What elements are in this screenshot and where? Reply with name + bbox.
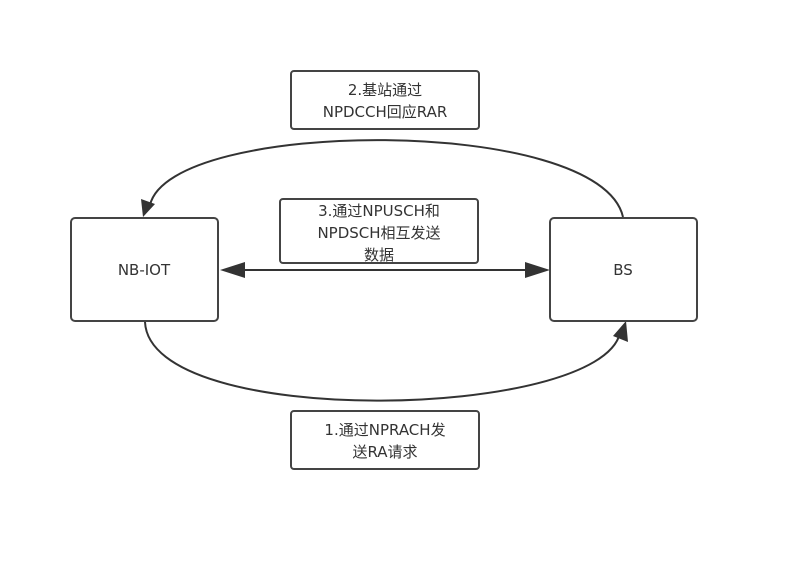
- request-label: 1.通过NPRACH发 送RA请求: [290, 410, 480, 470]
- response-label-line2: NPDCCH回应RAR: [323, 103, 448, 121]
- data-arrowhead-right: [525, 262, 550, 278]
- response-arc: [149, 139, 624, 218]
- node-nb-iot-box: [70, 217, 219, 322]
- response-label-box: [290, 70, 480, 130]
- node-nb-iot-label: NB-IOT: [118, 261, 171, 279]
- request-arrowhead: [613, 321, 628, 342]
- request-label-box: [290, 410, 480, 470]
- response-label-line1: 2.基站通过: [348, 81, 422, 99]
- response-label: 2.基站通过 NPDCCH回应RAR: [290, 70, 480, 130]
- request-arc: [144, 321, 621, 402]
- node-bs-label: BS: [613, 261, 633, 279]
- data-label: 3.通过NPUSCH和 NPDSCH相互发送 数据: [279, 198, 479, 264]
- node-bs[interactable]: BS: [549, 217, 698, 322]
- data-label-line2: NPDSCH相互发送: [317, 224, 440, 242]
- data-label-box: [279, 198, 479, 264]
- data-arrowhead-left: [220, 262, 245, 278]
- node-nb-iot[interactable]: NB-IOT: [70, 217, 219, 322]
- response-arrowhead: [141, 199, 155, 217]
- data-label-line3: 数据: [364, 246, 394, 264]
- request-label-line2: 送RA请求: [352, 443, 417, 461]
- node-bs-box: [549, 217, 698, 322]
- request-label-line1: 1.通过NPRACH发: [324, 421, 445, 439]
- data-label-line1: 3.通过NPUSCH和: [318, 202, 440, 220]
